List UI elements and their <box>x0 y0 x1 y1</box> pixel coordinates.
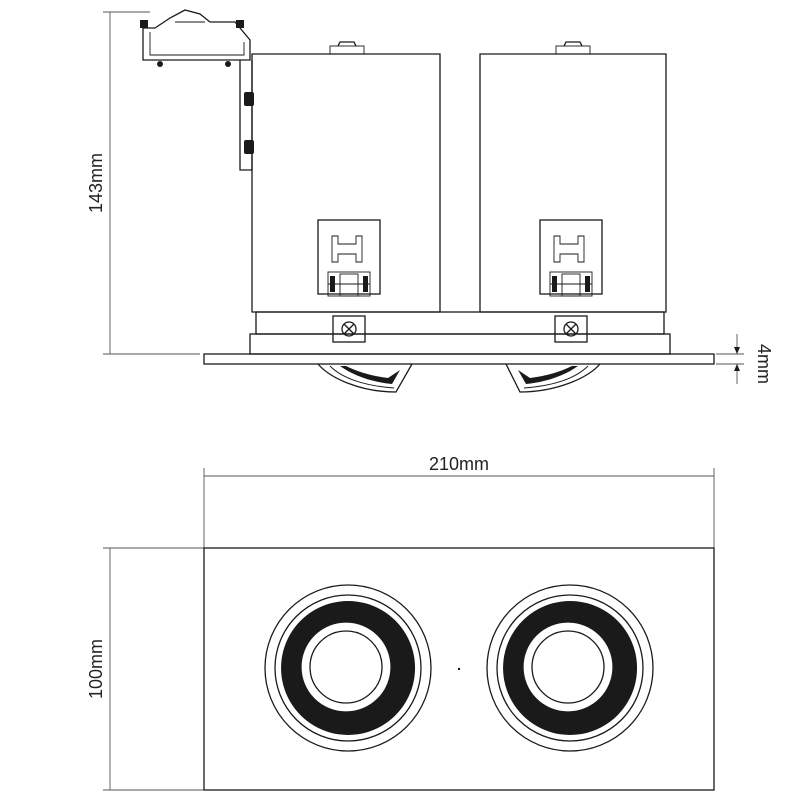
flange <box>203 311 715 365</box>
left-lens <box>317 363 413 393</box>
mounting-clip <box>140 9 254 171</box>
side-view: 143mm <box>86 9 774 393</box>
left-downlight <box>264 584 432 752</box>
width-label: 210mm <box>429 454 489 474</box>
depth-dimension: 100mm <box>86 547 204 791</box>
height-label: 143mm <box>86 153 106 213</box>
width-dimension: 210mm <box>203 454 715 548</box>
lip-dimension: 4mm <box>716 334 774 384</box>
front-view: 210mm 100mm <box>86 454 715 791</box>
lip-label: 4mm <box>754 344 774 384</box>
height-dimension: 143mm <box>86 11 200 355</box>
face-plate <box>203 547 715 791</box>
right-lens <box>505 363 601 393</box>
right-canister <box>479 41 667 343</box>
depth-label: 100mm <box>86 639 106 699</box>
left-canister <box>251 41 441 343</box>
right-downlight <box>486 584 654 752</box>
